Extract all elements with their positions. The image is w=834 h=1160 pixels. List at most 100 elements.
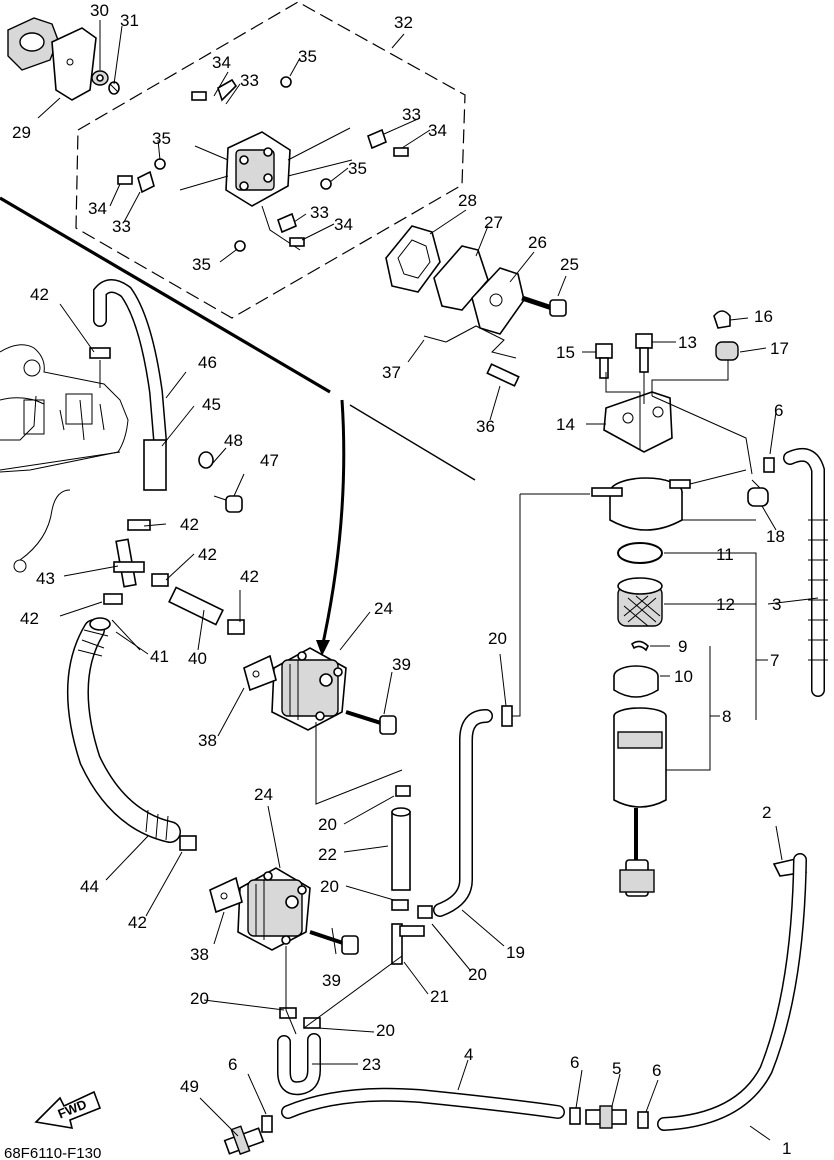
clip-20-group — [279, 705, 513, 1029]
callout-9: 9 — [678, 637, 687, 656]
t-joint-21 — [391, 923, 425, 965]
bolt-39-upper — [345, 710, 397, 735]
callout-33-a: 33 — [240, 71, 259, 90]
seal-washer-30 — [91, 70, 109, 86]
gasket-38-lower — [209, 876, 243, 914]
callout-42-e: 42 — [20, 609, 39, 628]
section-divider-line — [0, 196, 476, 481]
callout-5: 5 — [612, 1059, 621, 1078]
callout-38-b: 38 — [190, 945, 209, 964]
callout-6-b: 6 — [570, 1053, 579, 1072]
filter-cup-8 — [613, 707, 667, 897]
callout-35-c: 35 — [348, 159, 367, 178]
callout-16: 16 — [754, 307, 773, 326]
callout-49: 49 — [180, 1077, 199, 1096]
pin-36-37 — [423, 325, 520, 387]
washer-48-screw-47 — [198, 451, 243, 513]
callout-37: 37 — [382, 363, 401, 382]
callout-33-c: 33 — [112, 217, 131, 236]
pipe-22 — [391, 807, 411, 891]
callout-41: 41 — [150, 647, 169, 666]
callout-19: 19 — [506, 943, 525, 962]
callout-11: 11 — [716, 545, 734, 564]
callout-34-d: 34 — [334, 215, 353, 234]
callout-38-a: 38 — [198, 731, 217, 750]
callout-35-a: 35 — [298, 47, 317, 66]
callout-31: 31 — [120, 11, 139, 30]
callout-46: 46 — [198, 353, 217, 372]
filter-element-12 — [617, 577, 663, 627]
bolt-39-lower — [309, 930, 359, 955]
callout-20-e: 20 — [190, 989, 209, 1008]
callout-24-b: 24 — [254, 785, 273, 804]
screw-25 — [521, 295, 567, 317]
callout-8: 8 — [722, 707, 731, 726]
callout-34-a: 34 — [212, 53, 231, 72]
callout-45: 45 — [202, 395, 221, 414]
callout-15: 15 — [556, 343, 575, 362]
fuel-pump-24-upper — [271, 647, 347, 731]
callout-26: 26 — [528, 233, 547, 252]
clips-6 — [261, 457, 775, 1133]
gasket-28 — [385, 225, 441, 293]
bolt-15 — [595, 343, 613, 379]
engine-section — [0, 344, 129, 473]
callout-20-b: 20 — [468, 965, 487, 984]
callout-1: 1 — [782, 1139, 791, 1158]
callout-7: 7 — [770, 651, 779, 670]
diagram-code: 68F6110-F130 — [4, 1145, 101, 1160]
callout-12: 12 — [716, 595, 735, 614]
callout-20-d: 20 — [320, 877, 339, 896]
clamps-42-left — [103, 519, 245, 851]
callout-6-d: 6 — [228, 1055, 237, 1074]
bracket-14 — [603, 372, 753, 475]
callout-48: 48 — [224, 431, 243, 450]
callout-14: 14 — [556, 415, 575, 434]
connector-49 — [223, 1125, 265, 1155]
callout-3: 3 — [772, 595, 781, 614]
callout-42-d: 42 — [240, 567, 259, 586]
callout-17: 17 — [770, 339, 789, 358]
hose-46-45 — [93, 279, 167, 491]
callout-47: 47 — [260, 451, 279, 470]
hose-23 — [277, 1033, 321, 1096]
callout-6-a: 6 — [774, 401, 783, 420]
callout-44: 44 — [80, 877, 99, 896]
fwd-direction-arrow: FWD — [34, 1090, 102, 1129]
callout-23: 23 — [362, 1055, 381, 1074]
o-ring-11 — [617, 542, 663, 564]
callout-32: 32 — [394, 13, 413, 32]
fuel-pump-kit-dashed-box — [75, 1, 466, 319]
callout-36: 36 — [476, 417, 495, 436]
callout-21: 21 — [430, 987, 449, 1006]
fuel-hose-4 — [281, 1087, 565, 1119]
callout-29: 29 — [12, 123, 31, 142]
callout-13: 13 — [678, 333, 697, 352]
callout-20-f: 20 — [376, 1021, 395, 1040]
callout-leaders — [37, 20, 819, 1141]
callout-4: 4 — [464, 1045, 473, 1064]
callout-42-b: 42 — [180, 515, 199, 534]
callout-6-c: 6 — [652, 1061, 661, 1080]
callout-43: 43 — [36, 569, 55, 588]
callout-35-b: 35 — [152, 129, 171, 148]
fuel-hose-44 — [67, 617, 181, 843]
pump-connector-lines — [285, 399, 403, 1035]
fuel-hose-3 — [783, 448, 828, 697]
callout-18: 18 — [766, 527, 785, 546]
filter-head — [591, 469, 747, 531]
clamp-42-top — [89, 347, 111, 359]
clip-9 — [630, 640, 649, 652]
callout-27: 27 — [484, 213, 503, 232]
fuel-hose-1 — [657, 853, 807, 1131]
joint-5 — [585, 1105, 627, 1129]
fuel-hose-19 — [433, 493, 590, 917]
callout-39-b: 39 — [322, 971, 341, 990]
pipe-40 — [168, 586, 224, 626]
clamp-18 — [747, 479, 769, 507]
callout-35-d: 35 — [192, 255, 211, 274]
callout-33-b: 33 — [402, 105, 421, 124]
callout-10: 10 — [674, 667, 693, 686]
callout-34-b: 34 — [428, 121, 447, 140]
small-valves-kit — [117, 76, 409, 252]
